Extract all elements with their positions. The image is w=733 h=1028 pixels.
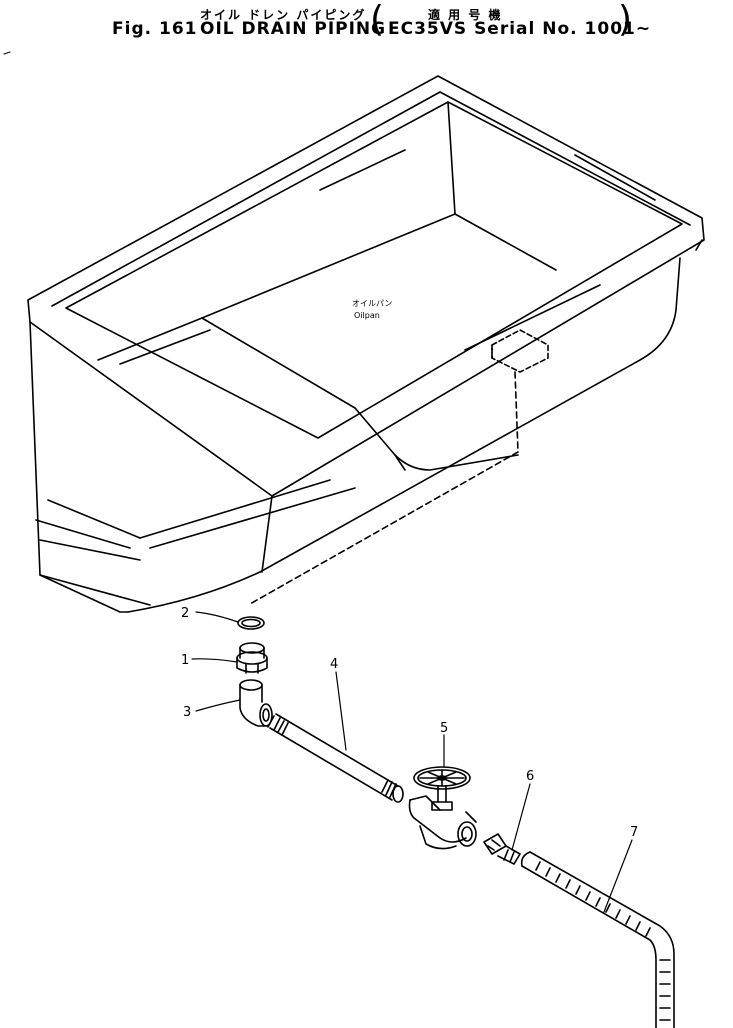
oil-pan	[27, 75, 705, 613]
leader-lines	[191, 611, 633, 913]
valve	[408, 766, 477, 850]
callout-5: 5	[440, 721, 448, 736]
left-parenthesis: (	[370, 0, 385, 40]
drain-hose	[520, 851, 675, 1028]
japanese-applicability: 適 用 号 機	[428, 8, 503, 22]
oilpan-label-en: Oilpan	[354, 311, 380, 320]
figure-number: Fig. 161	[112, 19, 198, 39]
applicability-text: EC35VS Serial No. 1001~	[388, 19, 652, 39]
elbow-fitting	[239, 679, 273, 727]
callout-6: 6	[526, 769, 534, 784]
figure-title: OIL DRAIN PIPING	[200, 19, 387, 39]
callout-2: 2	[181, 606, 189, 621]
callout-7: 7	[630, 825, 638, 840]
callout-1: 1	[181, 653, 189, 668]
o-ring	[237, 616, 265, 630]
hose-fitting	[483, 833, 521, 865]
right-parenthesis: )	[618, 0, 633, 40]
callout-3: 3	[183, 705, 191, 720]
drain-plug	[236, 642, 268, 674]
oilpan-label-jp: オイルパン	[352, 299, 392, 308]
japanese-title: オイル ドレン パイピング	[200, 8, 367, 22]
pipe-nipple	[267, 713, 404, 803]
scan-mark	[3, 51, 11, 55]
callout-4: 4	[330, 657, 338, 672]
